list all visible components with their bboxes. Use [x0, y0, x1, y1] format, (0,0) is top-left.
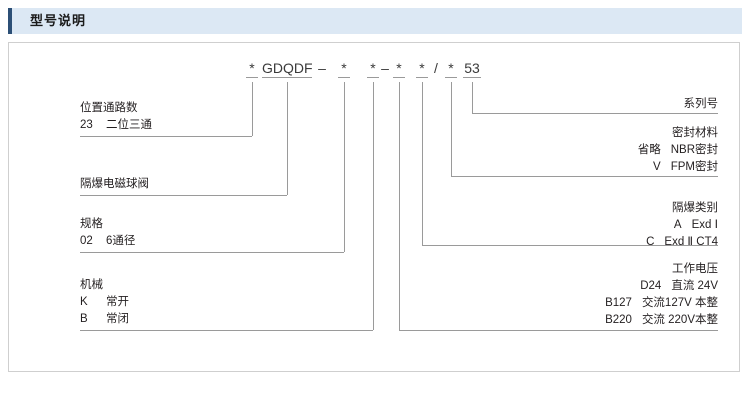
leader-specification: [344, 82, 345, 252]
leader-sealing-material: [451, 82, 452, 176]
option-desc: Exd Ⅱ CT4: [664, 236, 718, 248]
option-desc: Exd Ⅰ: [691, 219, 718, 231]
label-option-row: V FPM密封: [458, 159, 718, 176]
label-underline: [422, 245, 718, 246]
label-underline: [451, 176, 718, 177]
option-code: D24: [640, 280, 662, 292]
label-option-row: B 常闭: [80, 311, 129, 328]
label-title: 位置通路数: [80, 102, 138, 114]
model-code-token: *: [416, 60, 428, 78]
option-code: B127: [605, 297, 632, 309]
option-code: A: [673, 219, 682, 231]
option-code: C: [646, 236, 655, 248]
leader-mechanical: [373, 82, 374, 330]
label-title: 工作电压: [672, 263, 718, 275]
label-option-row: B127 交流127V 本整: [458, 295, 718, 312]
option-desc: 二位三通: [106, 119, 152, 131]
model-code-token: *: [338, 60, 350, 78]
option-desc: 6通径: [106, 235, 136, 247]
option-code: B: [80, 313, 88, 325]
leader-explosion-category: [422, 82, 423, 245]
model-code-token: –: [318, 60, 326, 76]
label-block-specification: 规格 02 6通径: [80, 216, 135, 250]
label-block-sealing-material: 密封材料省略 NBR密封 V FPM密封: [458, 125, 718, 176]
label-block-position-channel-count: 位置通路数 23 二位三通: [80, 100, 152, 134]
model-code-token: *: [445, 60, 457, 78]
model-code-token: GDQDF: [262, 60, 313, 78]
label-title: 隔爆类别: [672, 202, 718, 214]
label-block-explosion-proof-category: 隔爆类别 A Exd Ⅰ C Exd Ⅱ CT4: [458, 200, 718, 251]
label-block-mechanical: 机械 K 常开 B 常闭: [80, 277, 129, 328]
label-title: 规格: [80, 218, 103, 230]
label-option-row: 省略 NBR密封: [458, 142, 718, 159]
option-code: 23: [80, 119, 93, 131]
label-block-working-voltage: 工作电压 D24 直流 24V B127 交流127V 本整 B220 交流 220V本整: [458, 261, 718, 329]
model-code-token: *: [246, 60, 258, 78]
option-desc: 直流 24V: [671, 280, 718, 292]
option-desc: FPM密封: [670, 161, 718, 173]
model-code-string: *GDQDF–**–**/*53: [0, 60, 750, 82]
label-underline: [399, 330, 718, 331]
diagram-card: [8, 42, 740, 372]
leader-series-number: [472, 82, 473, 113]
label-title: 系列号: [683, 98, 719, 110]
option-desc: 常闭: [106, 313, 129, 325]
option-code: 02: [80, 235, 93, 247]
page-title: 型号说明: [30, 13, 87, 28]
leader-position-channel: [252, 82, 253, 136]
label-option-row: K 常开: [80, 294, 129, 311]
model-code-token: –: [381, 60, 389, 76]
label-option-row: 23 二位三通: [80, 117, 152, 134]
model-code-token: 53: [463, 60, 481, 78]
option-code: V: [653, 161, 661, 173]
leader-working-voltage: [399, 82, 400, 330]
label-underline: [80, 330, 373, 331]
section-header: 型号说明: [8, 8, 742, 34]
model-code-token: *: [393, 60, 405, 78]
option-code: 省略: [637, 144, 661, 156]
label-title: 隔爆电磁球阀: [80, 178, 149, 190]
model-code-token: *: [367, 60, 379, 78]
option-desc: 交流 220V本整: [641, 314, 718, 326]
label-option-row: C Exd Ⅱ CT4: [458, 234, 718, 251]
option-desc: 交流127V 本整: [641, 297, 718, 309]
label-option-row: D24 直流 24V: [458, 278, 718, 295]
model-code-token: /: [434, 60, 438, 76]
label-underline: [80, 195, 287, 196]
option-desc: 常开: [106, 296, 129, 308]
label-block-valve-type: 隔爆电磁球阀: [80, 176, 149, 193]
leader-valve-type: [287, 82, 288, 195]
option-code: K: [80, 296, 88, 308]
option-code: B220: [605, 314, 632, 326]
label-option-row: 02 6通径: [80, 233, 135, 250]
label-title: 机械: [80, 279, 103, 291]
label-option-row: A Exd Ⅰ: [458, 217, 718, 234]
label-underline: [80, 136, 252, 137]
label-block-series-number: 系列号: [458, 96, 719, 113]
option-desc: NBR密封: [670, 144, 718, 156]
label-option-row: B220 交流 220V本整: [458, 312, 718, 329]
header-accent-bar: [8, 8, 12, 34]
label-title: 密封材料: [672, 127, 718, 139]
label-underline: [472, 113, 718, 114]
label-underline: [80, 252, 344, 253]
